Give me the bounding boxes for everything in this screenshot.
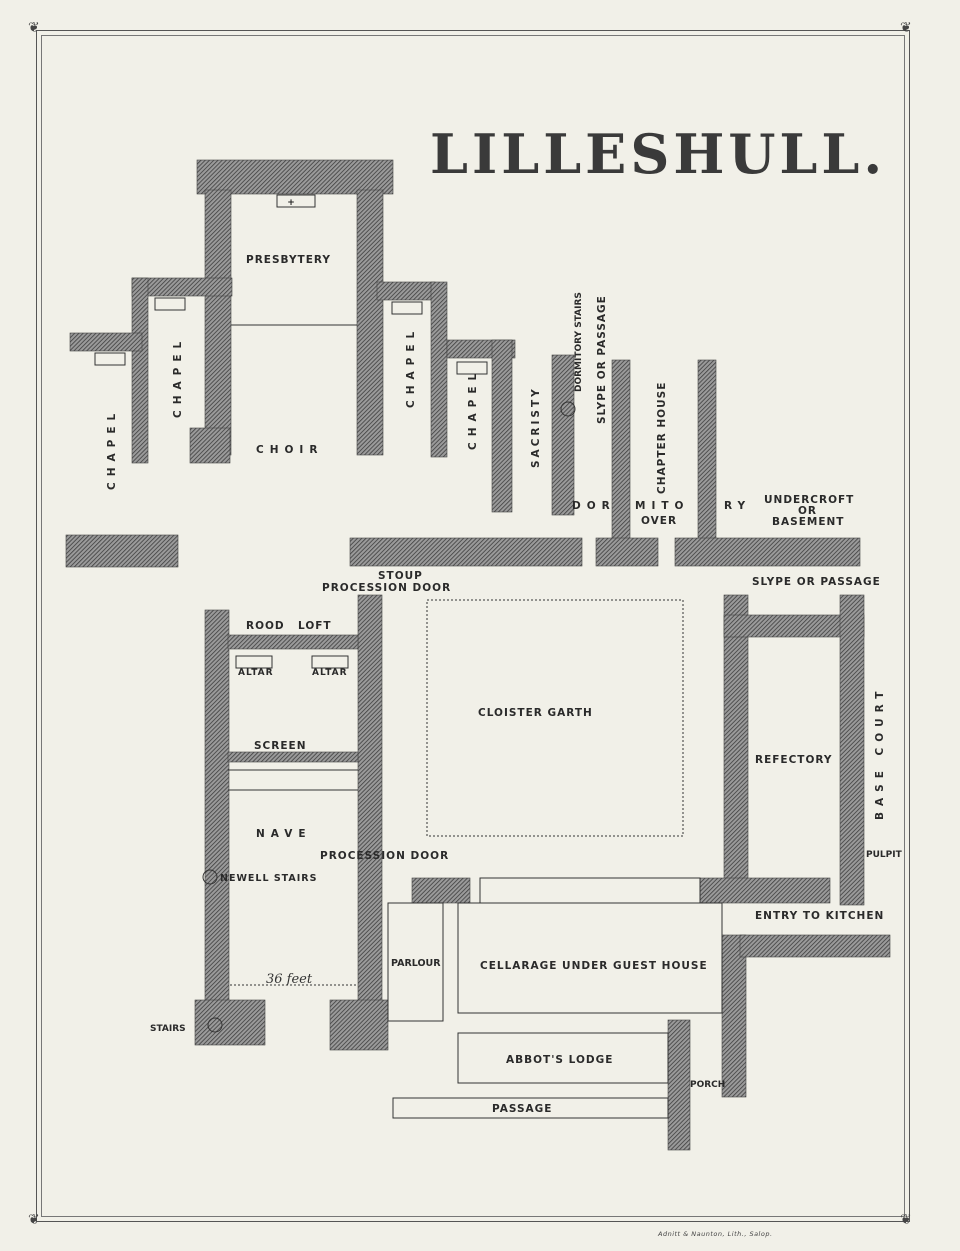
label-nave: NAVE <box>256 828 312 840</box>
wall <box>699 877 831 904</box>
label-cellarage: CELLARAGE UNDER GUEST HOUSE <box>480 960 708 972</box>
wall <box>595 537 659 567</box>
stairs-icon <box>207 1017 223 1033</box>
corner-flourish-icon: ❦ <box>28 20 40 36</box>
wall <box>204 189 232 456</box>
label-chapel-3: CHAPEL <box>405 325 417 408</box>
wall <box>227 751 359 763</box>
label-dormitory-over: OVER <box>641 515 678 527</box>
corner-flourish-icon: ❦ <box>28 1212 40 1228</box>
wall <box>227 634 359 650</box>
label-slype-upper: SLYPE OR PASSAGE <box>596 295 608 424</box>
label-loft: LOFT <box>298 620 332 632</box>
wall <box>356 189 384 456</box>
wall <box>204 609 230 1011</box>
wall <box>194 999 266 1046</box>
label-stoup: STOUP <box>378 570 423 582</box>
label-choir: CHOIR <box>256 444 324 456</box>
label-presbytery: PRESBYTERY <box>246 254 331 266</box>
wall <box>491 339 513 513</box>
wall <box>839 594 865 906</box>
dormitory-stairs-icon <box>560 401 576 417</box>
wall <box>131 277 149 464</box>
label-abbots-lodge: ABBOT'S LODGE <box>506 1054 614 1066</box>
altar-box <box>311 655 349 669</box>
corner-flourish-icon: ❦ <box>900 20 912 36</box>
wall <box>430 281 448 458</box>
wall <box>723 594 749 896</box>
label-cloister-garth: CLOISTER GARTH <box>478 707 593 719</box>
altar-box <box>235 655 273 669</box>
wall <box>551 354 575 516</box>
label-chapter-house: CHAPTER HOUSE <box>656 381 668 494</box>
inner-border <box>41 35 905 1217</box>
cloister-south-walk <box>479 877 701 904</box>
label-porch: PORCH <box>690 1080 726 1090</box>
label-procession-door-north: PROCESSION DOOR <box>322 582 452 594</box>
label-basement: BASEMENT <box>772 516 845 528</box>
label-chapel-1: CHAPEL <box>106 407 118 490</box>
label-altar-1: ALTAR <box>238 668 274 678</box>
label-undercroft-or: OR <box>798 505 818 517</box>
label-procession-door-south: PROCESSION DOOR <box>320 850 450 862</box>
cloister-garth-outline <box>426 599 684 837</box>
wall <box>376 281 436 301</box>
corner-flourish-icon: ❦ <box>900 1212 912 1228</box>
altar-box <box>391 301 423 315</box>
wall <box>674 537 861 567</box>
label-passage: PASSAGE <box>492 1103 553 1115</box>
outer-border <box>36 30 910 1222</box>
label-stairs: STAIRS <box>150 1024 186 1034</box>
label-undercroft: UNDERCROFT <box>764 494 855 506</box>
wall <box>739 934 891 958</box>
label-entry-to-kitchen: ENTRY TO KITCHEN <box>755 910 885 922</box>
passage-outline <box>392 1097 669 1119</box>
label-base-court: BASE COURT <box>874 685 886 820</box>
label-dormitory-3: RY <box>724 500 752 512</box>
scale-label: 36 feet <box>266 972 313 987</box>
lithographer-credit: Adnitt & Naunton, Lith., Salop. <box>658 1230 773 1238</box>
label-parlour: PARLOUR <box>391 958 441 969</box>
wall <box>357 594 383 1036</box>
label-dormitory-stairs: DORMITORY STAIRS <box>574 292 584 392</box>
label-chapel-2: CHAPEL <box>172 335 184 418</box>
wall <box>697 359 717 541</box>
label-rood: ROOD <box>246 620 285 632</box>
cellarage-outline <box>457 902 723 1014</box>
label-slype-east: SLYPE OR PASSAGE <box>752 576 881 588</box>
label-pulpit: PULPIT <box>866 850 902 860</box>
wall <box>721 934 747 1098</box>
label-altar-2: ALTAR <box>312 668 348 678</box>
newell-stairs-icon <box>202 869 218 885</box>
label-chapel-4: CHAPEL <box>467 367 479 450</box>
label-refectory: REFECTORY <box>755 754 833 766</box>
altar-cross: + <box>287 198 295 208</box>
altar-box <box>154 297 186 311</box>
wall <box>411 877 471 904</box>
label-dormitory-2: MITO <box>635 500 690 512</box>
label-newell-stairs: NEWELL STAIRS <box>220 873 318 884</box>
wall <box>196 159 394 195</box>
label-dormitory-1: DOR <box>572 500 616 512</box>
wall <box>69 332 143 352</box>
wall <box>65 534 179 568</box>
wall <box>349 537 583 567</box>
label-sacristy: SACRISTY <box>530 386 542 468</box>
altar-box <box>456 361 488 375</box>
map-title: Lilleshull. <box>430 122 887 186</box>
abbots-lodge-outline <box>457 1032 669 1084</box>
wall <box>611 359 631 541</box>
label-screen: SCREEN <box>254 740 307 752</box>
altar-box <box>94 352 126 366</box>
altar-box <box>276 194 316 208</box>
parlour-outline <box>387 902 444 1022</box>
wall <box>329 999 389 1051</box>
wall <box>189 427 231 464</box>
wall <box>667 1019 691 1151</box>
